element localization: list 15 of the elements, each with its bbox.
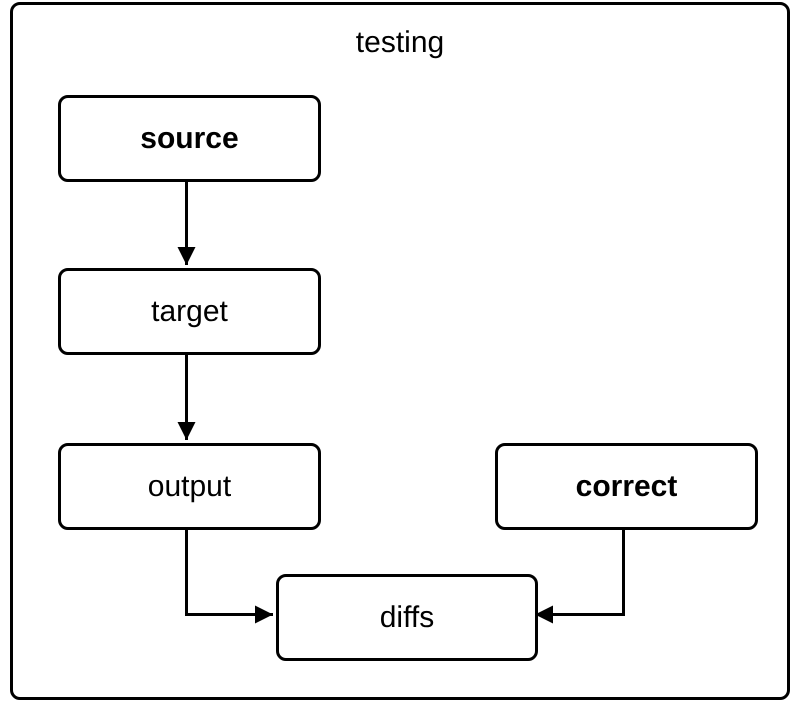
process-box [58,443,321,530]
box-label: correct [576,468,678,504]
process-box [495,443,758,530]
box-label: source [140,120,239,156]
arrow [185,527,273,624]
box-label: target [151,294,228,330]
process-box [58,95,321,182]
group-title: testing [354,25,446,61]
box-label: diffs [380,600,434,636]
group-frame [10,2,790,700]
box-label: output [148,468,232,504]
arrow [178,179,196,265]
arrow [178,352,196,440]
process-box [58,268,321,355]
process-box [276,574,538,661]
